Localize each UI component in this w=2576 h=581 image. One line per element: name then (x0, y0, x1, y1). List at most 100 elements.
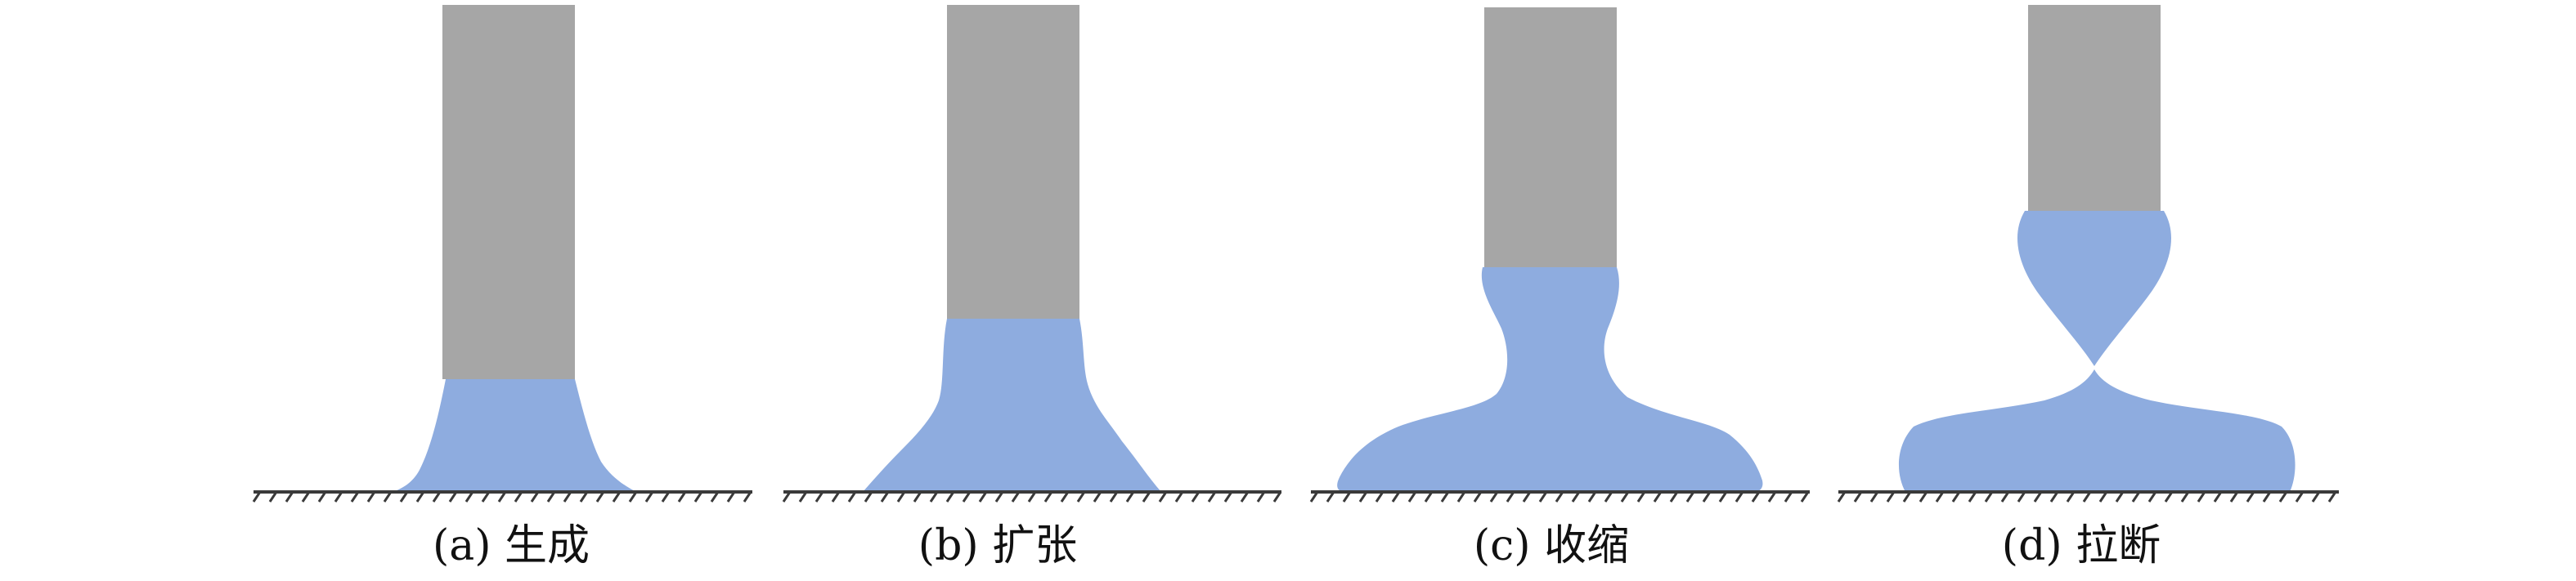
ground-hatch (481, 491, 491, 503)
ground-hatch (1685, 491, 1695, 503)
ground-hatch (1076, 491, 1086, 503)
ground-hatch (1256, 491, 1266, 503)
ground-hatch (1043, 491, 1053, 503)
ground-hatch (2229, 491, 2239, 503)
ground-hatch (1951, 491, 1961, 503)
ground-hatch (1853, 491, 1863, 503)
ground-hatch (2295, 491, 2304, 503)
ground-hatch (1407, 491, 1417, 503)
ground-hatch (831, 491, 841, 503)
ground-hatch (628, 491, 638, 503)
ground-hatch (1456, 491, 1466, 503)
ground-hatch (962, 491, 972, 503)
ground-hatch (2311, 491, 2321, 503)
ground-hatch (415, 491, 425, 503)
ground-hatch (994, 491, 1004, 503)
ground-hatch (1784, 491, 1793, 503)
ground-hatch (2082, 491, 2092, 503)
ground-hatch (978, 491, 988, 503)
ground-hatch (1440, 491, 1450, 503)
ground-hatch (1158, 491, 1168, 503)
panel-d (1837, 5, 2339, 503)
panel-c (1309, 7, 1810, 503)
ground-hatch (1375, 491, 1384, 503)
ground-hatch (595, 491, 605, 503)
ground-hatch (1506, 491, 1515, 503)
ground-hatch (1571, 491, 1581, 503)
ground-surface (782, 490, 1282, 503)
ground-hatch (1968, 491, 1977, 503)
ground-hatch (1751, 491, 1761, 503)
ground-hatch (1240, 491, 1250, 503)
ground-hatch (317, 491, 327, 503)
ground-hatch (1902, 491, 1912, 503)
ground-surface (1837, 490, 2339, 503)
ground-hatch (285, 491, 294, 503)
ground-hatch (530, 491, 540, 503)
ground-hatch (2066, 491, 2076, 503)
ground-hatch (497, 491, 507, 503)
ground-hatch (1653, 491, 1663, 503)
ground-hatch (2262, 491, 2272, 503)
panel-b (782, 5, 1282, 503)
ground-hatch (1109, 491, 1119, 503)
caption-b: (b) 扩张 (918, 521, 1078, 570)
ground-hatch (726, 491, 736, 503)
liquid-bridge-lower (1898, 369, 2296, 492)
ground-hatch (1223, 491, 1233, 503)
ground-hatch (1489, 491, 1499, 503)
ground-hatch (661, 491, 671, 503)
ground-hatch (268, 491, 278, 503)
ground-hatch (1669, 491, 1679, 503)
ground-hatch (2180, 491, 2190, 503)
ground-hatch (464, 491, 474, 503)
rod (1484, 7, 1617, 267)
ground-hatch (798, 491, 808, 503)
rod (947, 5, 1079, 319)
ground-hatch (350, 491, 360, 503)
rod (2028, 5, 2161, 211)
ground-surface (1309, 490, 1810, 503)
ground-hatch (1587, 491, 1597, 503)
ground-hatch (546, 491, 556, 503)
ground-hatch (945, 491, 955, 503)
ground-hatch (1391, 491, 1401, 503)
ground-hatch (896, 491, 906, 503)
ground-hatch (1767, 491, 1777, 503)
ground-hatch (1837, 491, 1847, 503)
ground-hatch (1620, 491, 1630, 503)
ground-hatch (2115, 491, 2125, 503)
ground-hatch (1522, 491, 1532, 503)
ground-hatch (1604, 491, 1613, 503)
ground-hatch (847, 491, 857, 503)
ground-hatch (1093, 491, 1102, 503)
ground-hatch (2278, 491, 2288, 503)
rod (442, 5, 575, 379)
ground-hatch (1174, 491, 1184, 503)
ground-hatch (1027, 491, 1037, 503)
ground-hatch (864, 491, 873, 503)
ground-hatch (743, 491, 752, 503)
ground-hatch (693, 491, 703, 503)
ground-hatch (1272, 491, 1282, 503)
ground-hatch (301, 491, 311, 503)
ground-hatch (1555, 491, 1564, 503)
ground-hatch (252, 491, 262, 503)
ground-hatch (677, 491, 687, 503)
caption-c: (c) 收缩 (1473, 521, 1630, 570)
ground-hatch (1636, 491, 1646, 503)
ground-surface (252, 490, 752, 503)
ground-hatch (1424, 491, 1434, 503)
ground-hatch (563, 491, 572, 503)
ground-hatch (1984, 491, 1994, 503)
liquid-bridge (1337, 267, 1763, 492)
ground-hatch (1886, 491, 1896, 503)
ground-hatch (2327, 491, 2337, 503)
ground-hatch (1473, 491, 1483, 503)
liquid-bridge (863, 319, 1161, 492)
ground-hatch (2049, 491, 2059, 503)
ground-hatch (2197, 491, 2206, 503)
ground-hatch (1309, 491, 1319, 503)
